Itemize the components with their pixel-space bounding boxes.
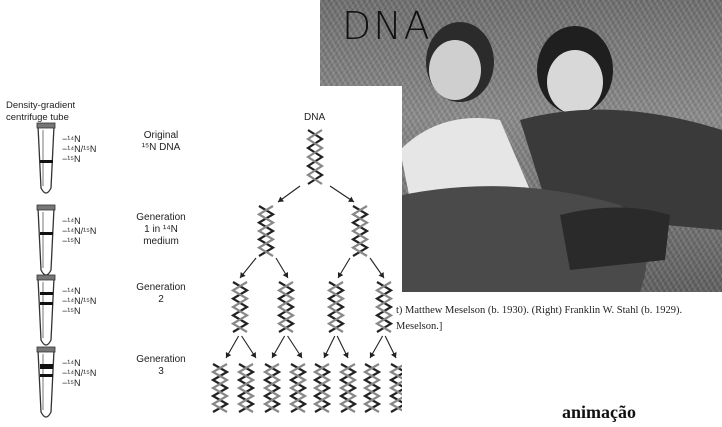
arrow-head — [240, 272, 246, 278]
dna-band — [40, 292, 53, 295]
centrifuge-tube — [38, 126, 54, 193]
band-label: −¹⁴N/¹⁵N — [62, 296, 96, 306]
dna-helix — [279, 282, 293, 332]
dna-helix — [308, 130, 322, 184]
generation-label: Generation — [136, 282, 185, 293]
dna-band — [40, 374, 53, 377]
tube-cap — [37, 275, 55, 280]
generation-label: 2 — [158, 294, 164, 305]
dna-helix — [315, 364, 329, 412]
dna-helix — [239, 364, 253, 412]
band-label: −¹⁵N — [62, 236, 80, 246]
dna-band — [40, 232, 53, 235]
generation-label: 1 in ¹⁴N — [144, 224, 178, 235]
diagram-panel: Density-gradient centrifuge tube DNA −¹⁴… — [0, 86, 402, 422]
band-label: −¹⁴N — [62, 286, 81, 296]
photo-caption-line2: Meselson.] — [396, 319, 722, 335]
generation-label: Original — [144, 130, 178, 141]
dna-band — [40, 302, 53, 305]
helix-strand-2 — [391, 364, 402, 412]
band-label: −¹⁴N — [62, 358, 81, 368]
tube-header-line2: centrifuge tube — [6, 112, 69, 123]
photo-caption: t) Matthew Meselson (b. 1930). (Right) F… — [396, 303, 722, 335]
photo-caption-line1: t) Matthew Meselson (b. 1930). (Right) F… — [396, 303, 722, 319]
band-label: −¹⁴N/¹⁵N — [62, 226, 96, 236]
tube-header-line1: Density-gradient — [6, 100, 76, 111]
dna-helix — [233, 282, 247, 332]
generation-label: Generation — [136, 212, 185, 223]
dna-helix — [353, 206, 367, 256]
band-label: −¹⁴N/¹⁵N — [62, 144, 96, 154]
generation-label: ¹⁵N DNA — [142, 142, 181, 153]
animation-link[interactable]: animação — [562, 402, 636, 423]
tube-cap — [37, 205, 55, 210]
tube-cap — [37, 347, 55, 352]
dna-helix — [365, 364, 379, 412]
generation-label: 3 — [158, 366, 164, 377]
generation-label: medium — [143, 236, 179, 247]
dna-helix — [259, 206, 273, 256]
slide-title: DNA — [342, 4, 432, 48]
band-label: −¹⁵N — [62, 378, 80, 388]
meselson-stahl-diagram: Density-gradient centrifuge tube DNA −¹⁴… — [0, 86, 402, 422]
band-label: −¹⁵N — [62, 154, 80, 164]
dna-helix — [329, 282, 343, 332]
dna-helix — [391, 364, 402, 412]
tube-cap — [37, 123, 55, 128]
arrow-head — [278, 196, 284, 202]
dna-helix — [291, 364, 305, 412]
centrifuge-tube — [38, 350, 54, 417]
dna-band — [40, 160, 53, 163]
arrow-head — [348, 197, 354, 202]
dna-helix — [377, 282, 391, 332]
band-label: −¹⁵N — [62, 306, 80, 316]
band-label: −¹⁴N/¹⁵N — [62, 368, 96, 378]
generation-label: Generation — [136, 354, 185, 365]
dna-replication-tree — [213, 130, 402, 412]
centrifuge-tube — [38, 278, 54, 345]
centrifuge-tube — [38, 208, 54, 275]
dna-helix — [341, 364, 355, 412]
dna-header: DNA — [304, 112, 325, 123]
band-label: −¹⁴N — [62, 216, 81, 226]
dna-helix — [213, 364, 227, 412]
dna-helix — [265, 364, 279, 412]
arrow-head — [379, 272, 384, 278]
dna-band — [40, 364, 53, 369]
band-label: −¹⁴N — [62, 134, 81, 144]
